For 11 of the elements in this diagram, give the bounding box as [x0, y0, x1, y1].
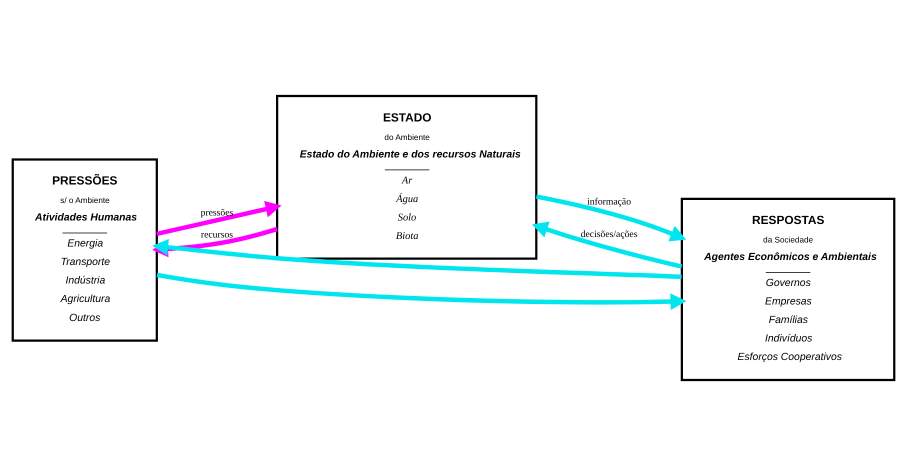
node-box: RESPOSTAS da Sociedade Agentes Econômicos e Ambientais Governos Empresas Famílias Indivíduos Esforços Cooperativos: [680, 198, 895, 382]
edge-label: decisões/ações: [580, 228, 637, 240]
arrow: [535, 194, 686, 242]
edge-label: recursos: [200, 230, 233, 241]
arrow: [531, 222, 682, 269]
edge-label: informação: [586, 196, 631, 208]
arrow: [156, 272, 686, 310]
node-box: PRESSÕES s/ o Ambiente Atividades Humanas Energia Transporte Indústria Agricultura Outros: [11, 158, 158, 342]
arrow: [156, 200, 282, 236]
node-box: ESTADO do Ambiente Estado do Ambiente e dos recursos Naturais Ar Água Solo Biota: [276, 94, 537, 260]
edge-label: pressões: [200, 207, 233, 218]
